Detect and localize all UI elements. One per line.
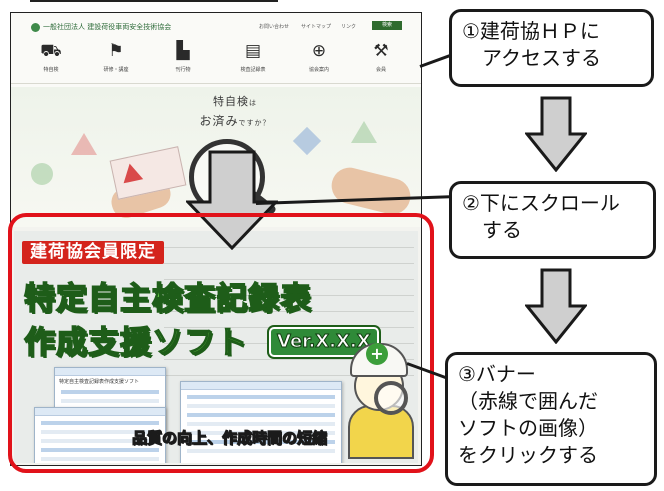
sticker-triangle-icon xyxy=(119,161,144,184)
nav-label: 特自検 xyxy=(43,67,59,73)
step3-callout: ③バナー （赤線で囲んだ ソフトの画像） をクリックする xyxy=(445,352,657,486)
software-banner[interactable]: 建荷協会員限定 特定自主検査記録表 作成支援ソフト Ver.X.X.X 特定自主… xyxy=(14,231,418,463)
banner-title-line1: 特定自主検査記録表 xyxy=(23,280,312,318)
logo-mark-icon xyxy=(31,22,40,32)
step1-callout: ①建荷協ＨＰに アクセスする xyxy=(449,9,654,87)
window-title: 特定自主検査記録表作成支援ソフト xyxy=(59,379,140,385)
nav-label: 協会案内 xyxy=(308,67,329,73)
circle-mark-icon xyxy=(31,163,53,185)
site-logo[interactable]: 一般社団法人 建設荷役車両安全技術協会 xyxy=(31,22,171,32)
banner-highlight-frame xyxy=(8,213,434,473)
hero-line2: お済み xyxy=(199,114,239,128)
nav-label: 刊行物 xyxy=(175,67,191,73)
banner-title-line2: 作成支援ソフト xyxy=(23,324,248,362)
down-arrow-icon xyxy=(525,96,587,172)
nav-label: 会員 xyxy=(375,67,386,73)
software-window-3 xyxy=(180,381,342,463)
triangle-mark-icon xyxy=(351,121,377,143)
top-rule xyxy=(30,0,278,2)
forklift-icon: ⛟ xyxy=(40,41,62,61)
step2-callout: ②下にスクロール する xyxy=(449,181,656,259)
warning-triangle-icon xyxy=(71,133,97,155)
sitemap-link[interactable]: サイトマップ xyxy=(301,24,332,30)
mascot-magnifier-icon xyxy=(374,381,408,415)
links-link[interactable]: リンク xyxy=(341,24,357,30)
scroll-down-arrow-icon xyxy=(186,150,278,250)
cross-icon: ⊕ xyxy=(311,41,327,61)
seminar-icon: ⚑ xyxy=(108,41,124,61)
banner-caption: 品質の向上、作成時間の短縮 xyxy=(131,429,328,448)
nav-label: 検査記録表 xyxy=(240,67,266,73)
crane-icon: ⚒ xyxy=(373,41,389,61)
website-screenshot: 一般社団法人 建設荷役車両安全技術協会 お問い合わせ サイトマップ リンク 検索… xyxy=(10,12,422,466)
step1-pointer xyxy=(419,53,452,68)
contact-link[interactable]: お問い合わせ xyxy=(259,24,290,30)
book-icon: ▤ xyxy=(244,41,262,61)
search-button[interactable]: 検索 xyxy=(372,21,402,30)
down-arrow-icon xyxy=(525,268,587,344)
hero-line1-suffix: は xyxy=(249,99,257,107)
nav-label: 研修・講座 xyxy=(103,67,129,73)
hero-headline: 特自検は お済みですか？ xyxy=(185,93,285,129)
site-header: 一般社団法人 建設荷役車両安全技術協会 お問い合わせ サイトマップ リンク 検索… xyxy=(11,13,421,93)
members-only-badge: 建荷協会員限定 xyxy=(22,241,164,264)
site-logo-text: 一般社団法人 建設荷役車両安全技術協会 xyxy=(43,23,172,31)
software-window-2 xyxy=(34,407,166,463)
publication-icon: ▙ xyxy=(176,41,190,61)
header-divider xyxy=(11,83,421,84)
hero-line2-suffix: ですか？ xyxy=(238,119,271,127)
green-cross-icon: + xyxy=(366,343,388,365)
hero-line1: 特自検 xyxy=(213,95,249,108)
